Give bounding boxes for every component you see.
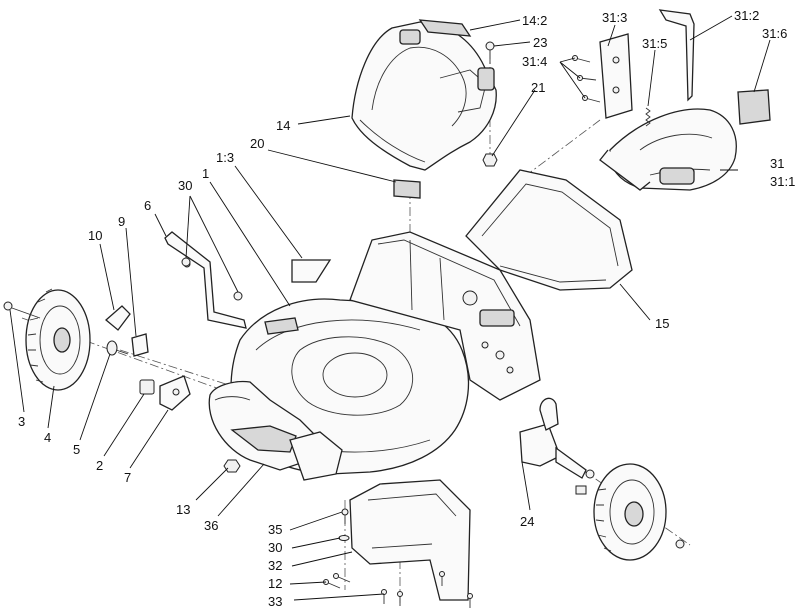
right-wheel bbox=[593, 463, 685, 561]
screw-23 bbox=[485, 41, 495, 64]
plate-part-7 bbox=[159, 375, 191, 411]
callout-9: 9 bbox=[118, 214, 125, 229]
bolt-part-5 bbox=[106, 340, 129, 356]
screws-part-12 bbox=[323, 573, 351, 589]
spring-31-5 bbox=[645, 107, 651, 127]
spacer-part-2 bbox=[139, 379, 155, 395]
callout-31-1: 31:1 bbox=[770, 174, 795, 189]
front-cover-part-36 bbox=[208, 380, 343, 481]
callout-3: 3 bbox=[18, 414, 25, 429]
callout-31-2: 31:2 bbox=[734, 8, 759, 23]
callout-12: 12 bbox=[268, 576, 282, 591]
callout-15: 15 bbox=[655, 316, 669, 331]
block-20 bbox=[393, 179, 421, 199]
bracket-part-6 bbox=[164, 231, 247, 329]
callout-2: 2 bbox=[96, 458, 103, 473]
decal-31-6 bbox=[737, 89, 771, 125]
bracket-31-3 bbox=[599, 33, 633, 119]
screw-part-35 bbox=[341, 508, 349, 524]
decal-1-3 bbox=[291, 259, 332, 283]
leader-lines bbox=[9, 15, 771, 601]
decal-14-2 bbox=[418, 19, 472, 37]
callout-21: 21 bbox=[531, 80, 545, 95]
callout-13: 13 bbox=[176, 502, 190, 517]
callout-23: 23 bbox=[533, 35, 547, 50]
wheel-part-4 bbox=[25, 288, 91, 391]
rod-31-2 bbox=[658, 9, 695, 102]
callout-4: 4 bbox=[44, 430, 51, 445]
rear-deflector-part-15 bbox=[465, 169, 633, 291]
callout-30-lower: 30 bbox=[268, 540, 282, 555]
baffle-part-32 bbox=[349, 479, 471, 601]
pivot-part-9 bbox=[131, 333, 149, 357]
callout-24: 24 bbox=[520, 514, 534, 529]
callout-6: 6 bbox=[144, 198, 151, 213]
callout-35: 35 bbox=[268, 522, 282, 537]
callout-5: 5 bbox=[73, 442, 80, 457]
callout-14-2: 14:2 bbox=[522, 13, 547, 28]
callout-14: 14 bbox=[276, 118, 290, 133]
screws-part-33 bbox=[381, 571, 473, 608]
callout-31-3: 31:3 bbox=[602, 10, 627, 25]
nut-13 bbox=[223, 459, 241, 473]
callout-31: 31 bbox=[770, 156, 784, 171]
callout-31-5: 31:5 bbox=[642, 36, 667, 51]
screws-31-4 bbox=[572, 55, 601, 103]
callout-33: 33 bbox=[268, 594, 282, 609]
rear-shroud-part-14 bbox=[351, 21, 497, 171]
discharge-chute-part-31 bbox=[599, 108, 737, 191]
callout-32: 32 bbox=[268, 558, 282, 573]
right-wheel-assembly-part-24 bbox=[519, 397, 595, 495]
callout-1-3: 1:3 bbox=[216, 150, 234, 165]
callout-10: 10 bbox=[88, 228, 102, 243]
callout-7: 7 bbox=[124, 470, 131, 485]
callout-36: 36 bbox=[204, 518, 218, 533]
callout-31-4: 31:4 bbox=[522, 54, 547, 69]
washer-part-30-lower bbox=[338, 535, 350, 541]
callout-30-upper: 30 bbox=[178, 178, 192, 193]
nut-21 bbox=[482, 153, 498, 167]
callout-20: 20 bbox=[250, 136, 264, 151]
bolt-part-3 bbox=[3, 301, 41, 319]
lever-part-10 bbox=[104, 305, 131, 331]
callout-31-6: 31:6 bbox=[762, 26, 787, 41]
callout-1: 1 bbox=[202, 166, 209, 181]
callout-labels: 14:2 23 21 14 31:3 31:2 31:6 31:4 31:5 3… bbox=[18, 8, 795, 609]
